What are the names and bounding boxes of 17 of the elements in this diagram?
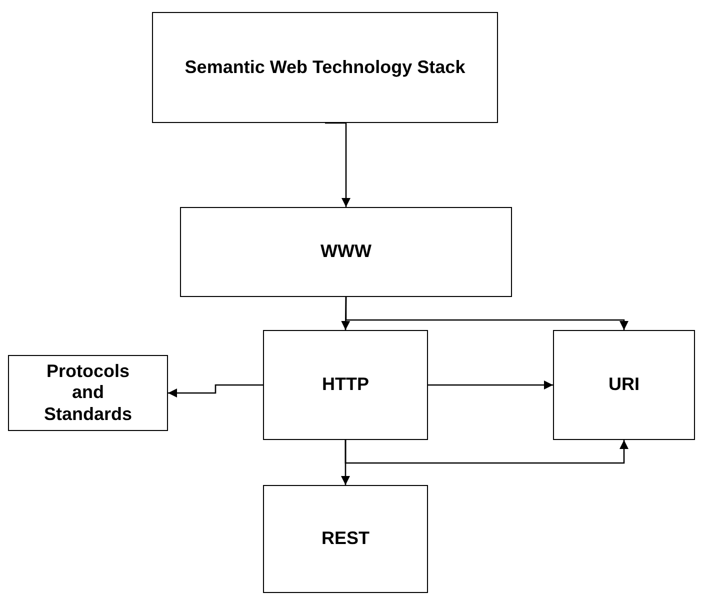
arrow <box>428 380 553 390</box>
box-label: REST <box>321 528 370 550</box>
process-box <box>8 355 168 431</box>
box-label: Semantic Web Technology Stack <box>184 56 466 78</box>
process-box <box>263 485 428 593</box>
arrow <box>345 297 628 330</box>
arrow <box>168 384 263 398</box>
process-box <box>180 207 512 297</box>
box-label: WWW <box>320 241 372 263</box>
process-box <box>152 12 498 123</box>
process-box <box>263 330 428 440</box>
box-label: HTTP <box>322 374 369 396</box>
box-label: Protocols and Standards <box>42 360 134 426</box>
box-label: URI <box>608 374 640 396</box>
arrow <box>324 122 350 207</box>
arrow <box>344 440 628 464</box>
process-box <box>553 330 695 440</box>
